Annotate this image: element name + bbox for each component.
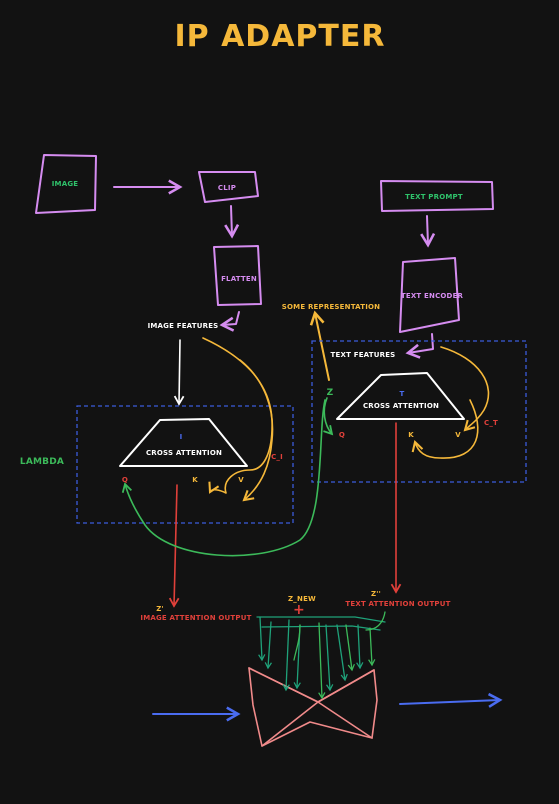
image-features-to-k-arrow [202,337,273,494]
flatten-node: FLATTEN [213,245,262,306]
text-encoder-to-features-arrow [405,333,434,359]
image-cross-attention-block [119,418,248,467]
combiner-output-arrow [399,692,503,708]
image-k-label: K [192,476,198,484]
diagram-title: IP ADAPTER [175,19,386,54]
image-node-label: IMAGE [52,180,79,188]
text-cross-attention-block [336,372,465,420]
z-new-label: Z_NEW [288,595,316,603]
text-prompt-node-label: TEXT PROMPT [405,193,463,201]
z-label: Z [327,388,334,398]
text-q-label: Q [339,431,345,439]
image-q-label: Q [122,476,128,484]
text-cross-attention-label: CROSS ATTENTION [363,402,439,410]
combiner-block [248,667,378,747]
text-branch-box [311,340,527,483]
text-attention-output-label: TEXT ATTENTION OUTPUT [345,600,450,608]
image-features-label: IMAGE FEATURES [148,322,219,330]
clip-node-label: CLIP [218,184,236,192]
flatten-to-image-features-arrow [219,311,240,332]
z-to-image-q-arrow [121,399,326,557]
image-features-to-block-arrow [173,339,185,406]
image-node: IMAGE [35,154,97,214]
z-prime-label: Z' [156,605,164,613]
flatten-node-label: FLATTEN [221,275,257,283]
lambda-box [76,405,294,524]
image-cross-attention-label: CROSS ATTENTION [146,449,222,457]
text-prompt-to-encoder-arrow [420,215,436,248]
some-representation-label: SOME REPRESENTATION [282,303,380,311]
z-to-representation-arrow [309,310,330,381]
z-double-prime-label: Z'' [371,590,381,598]
image-attention-output-label: IMAGE ATTENTION OUTPUT [140,614,251,622]
combiner-inputs [256,611,386,700]
text-features-to-k-arrow [411,399,479,459]
text-features-label: TEXT FEATURES [331,351,396,359]
z-to-text-q-arrow [323,397,334,436]
text-cross-attention-id: T [400,390,405,398]
plus-sign: + [293,602,305,618]
text-v-label: V [455,431,461,439]
image-v-label: V [238,476,244,484]
image-features-to-v-arrow [239,359,274,502]
text-k-label: K [408,431,414,439]
text-encoder-node-label: TEXT ENCODER [401,292,464,300]
c-t-label: C_T [484,419,498,427]
clip-node: CLIP [198,171,259,203]
text-prompt-node: TEXT PROMPT [380,180,494,212]
c-i-label: C_I [271,453,283,461]
lambda-label: LAMBDA [20,457,64,467]
text-features-to-v-arrow [440,346,490,432]
image-cross-attention-id: I [180,433,183,441]
text-encoder-node: TEXT ENCODER [399,257,464,333]
clip-to-flatten-arrow [224,205,240,239]
